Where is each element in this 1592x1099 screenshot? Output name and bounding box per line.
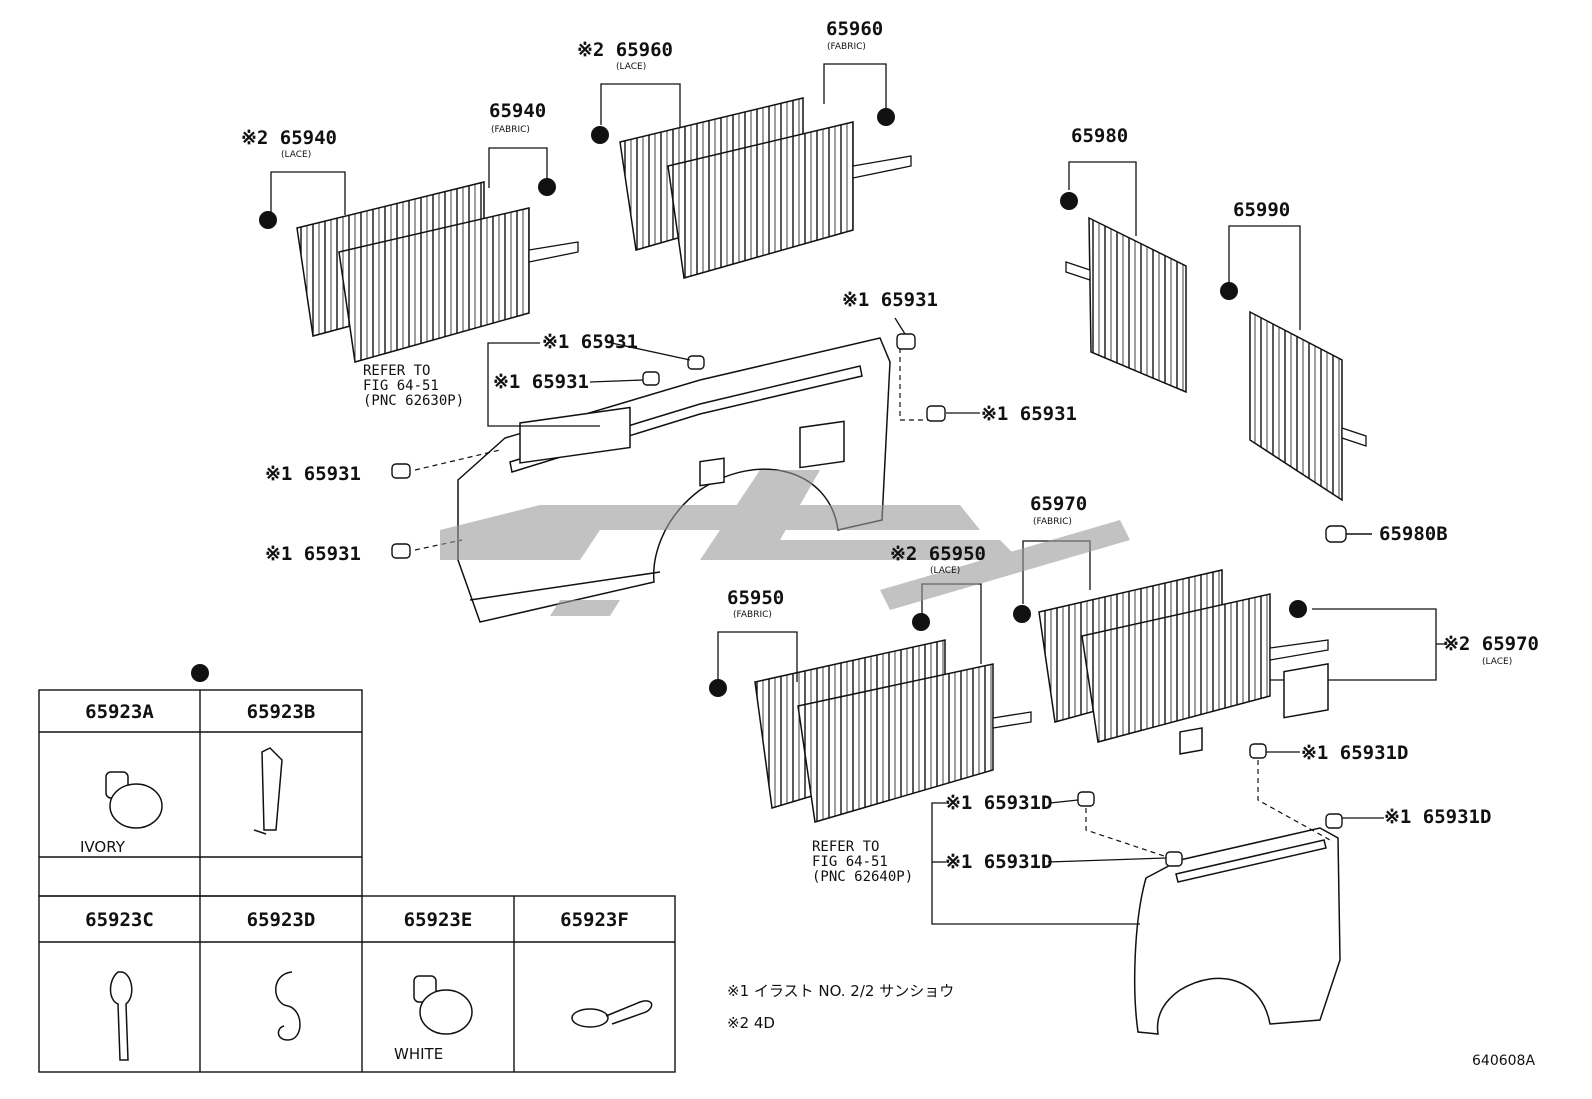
curtain-65990 bbox=[1249, 310, 1367, 502]
part-65923b-icon bbox=[253, 747, 283, 835]
clip-65931d-group bbox=[1077, 743, 1343, 867]
table-color-white: WHITE bbox=[394, 1045, 444, 1063]
table-color-ivory: IVORY bbox=[80, 838, 125, 856]
label-65970-fabric: 65970 bbox=[1030, 493, 1088, 515]
table-code-65923a: 65923A bbox=[85, 701, 154, 723]
callout-65990 bbox=[1228, 225, 1301, 330]
label-65960-lace: ※2 65960 bbox=[577, 39, 673, 61]
label-65940-fabric: 65940 bbox=[489, 100, 547, 122]
refer-note-right: REFER TO FIG 64-51 (PNC 62640P) bbox=[812, 839, 914, 885]
marker-dot bbox=[877, 108, 895, 126]
callout-ref-left bbox=[487, 317, 980, 427]
sublabel-65950-fabric: (FABRIC) bbox=[733, 610, 772, 620]
label-65960-fabric: 65960 bbox=[826, 18, 884, 40]
label-65990: 65990 bbox=[1233, 199, 1291, 221]
marker-dot bbox=[538, 178, 556, 196]
label-65940-lace: ※2 65940 bbox=[241, 127, 337, 149]
curtain-65950-fabric bbox=[797, 663, 1032, 823]
label-65980b: 65980B bbox=[1379, 523, 1448, 545]
note-1: ※1 イラスト NO. 2/2 サンショウ bbox=[727, 982, 955, 1000]
label-65950-fabric: 65950 bbox=[727, 587, 785, 609]
label-65931-right: ※1 65931 bbox=[981, 403, 1077, 425]
watermark-logo bbox=[440, 470, 1130, 616]
figure-number: 640608A bbox=[1472, 1053, 1536, 1069]
callout-65940 bbox=[270, 147, 548, 215]
marker-dot bbox=[191, 664, 209, 682]
sublabel-65970-fabric: (FABRIC) bbox=[1033, 517, 1072, 527]
refer-note-left: REFER TO FIG 64-51 (PNC 62630P) bbox=[363, 363, 465, 409]
marker-dot bbox=[591, 126, 609, 144]
label-65931-mid: ※1 65931 bbox=[493, 371, 589, 393]
curtain-65940-fabric bbox=[338, 207, 579, 363]
curtain-65980 bbox=[1065, 216, 1187, 394]
quarter-trim-panel-right bbox=[1133, 662, 1341, 1035]
label-65931-top: ※1 65931 bbox=[542, 331, 638, 353]
label-65931d-right: ※1 65931D bbox=[1384, 806, 1492, 828]
curtain-65970-lace bbox=[1081, 593, 1329, 743]
part-65923e-icon bbox=[413, 975, 473, 1035]
clip-dashed-leaders-right bbox=[1085, 760, 1331, 859]
marker-dot bbox=[1289, 600, 1307, 618]
marker-dot bbox=[912, 613, 930, 631]
table-code-65923c: 65923C bbox=[85, 909, 154, 931]
part-65923d-icon bbox=[275, 971, 301, 1041]
parts-table bbox=[38, 689, 676, 1073]
part-65923f-icon bbox=[571, 1000, 653, 1028]
note-2: ※2 4D bbox=[727, 1014, 775, 1032]
callout-65980 bbox=[1068, 161, 1137, 236]
curtain-65960-fabric bbox=[667, 121, 912, 279]
marker-dot bbox=[259, 211, 277, 229]
sublabel-65940-fabric: (FABRIC) bbox=[491, 125, 530, 135]
label-65980: 65980 bbox=[1071, 125, 1129, 147]
sublabel-65960-lace: (LACE) bbox=[616, 62, 647, 72]
marker-dot bbox=[1013, 605, 1031, 623]
callout-65960 bbox=[600, 63, 887, 128]
sublabel-65970-lace: (LACE) bbox=[1482, 657, 1513, 667]
table-code-65923d: 65923D bbox=[246, 909, 316, 931]
table-code-65923f: 65923F bbox=[560, 909, 629, 931]
label-65950-lace: ※2 65950 bbox=[890, 543, 986, 565]
label-65931d-left: ※1 65931D bbox=[945, 792, 1053, 814]
label-65931d-mid: ※1 65931D bbox=[945, 851, 1053, 873]
marker-dot bbox=[709, 679, 727, 697]
label-65931-top-right: ※1 65931 bbox=[842, 289, 938, 311]
table-code-65923b: 65923B bbox=[246, 701, 316, 723]
label-65931-left-lower: ※1 65931 bbox=[265, 543, 361, 565]
label-65931d-top: ※1 65931D bbox=[1301, 742, 1409, 764]
part-65923a-icon bbox=[105, 771, 163, 829]
sublabel-65940-lace: (LACE) bbox=[281, 150, 312, 160]
table-code-65923e: 65923E bbox=[403, 909, 473, 931]
sublabel-65960-fabric: (FABRIC) bbox=[827, 42, 866, 52]
marker-dot bbox=[1220, 282, 1238, 300]
clip-65931-group bbox=[391, 333, 946, 559]
clip-65980b bbox=[1325, 525, 1372, 543]
marker-dot bbox=[1060, 192, 1078, 210]
sublabel-65950-lace: (LACE) bbox=[930, 566, 961, 576]
label-65970-lace: ※2 65970 bbox=[1443, 633, 1539, 655]
callout-ref-right bbox=[931, 751, 1384, 925]
part-65923c-icon bbox=[109, 971, 133, 1061]
label-65931-left-upper: ※1 65931 bbox=[265, 463, 361, 485]
